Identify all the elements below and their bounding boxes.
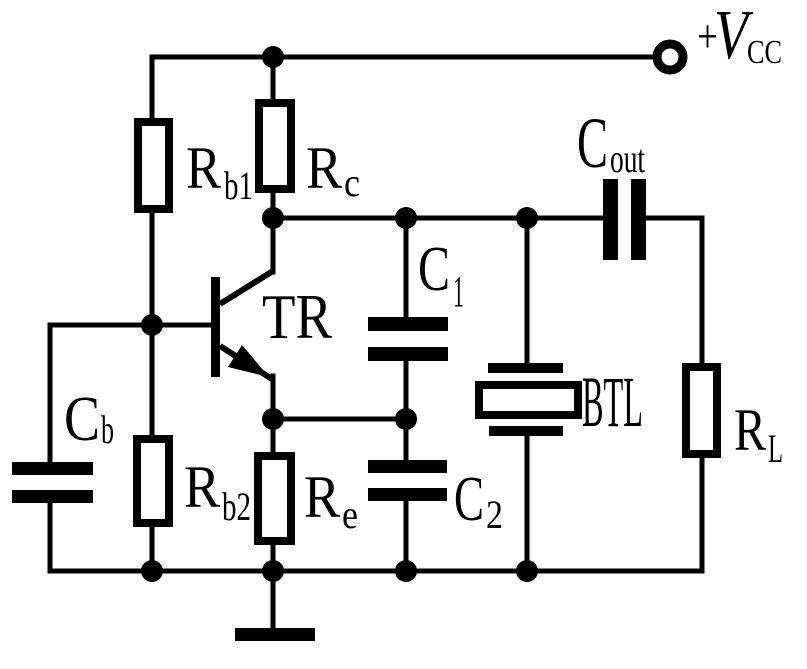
capacitor-c2-plate-top xyxy=(368,460,447,473)
junction-dot xyxy=(262,408,284,430)
transistor-base-bar xyxy=(211,277,220,377)
resistor-rb1-body xyxy=(134,118,173,213)
npn-transistor-icon xyxy=(211,268,275,382)
label-rb2-sub: b2 xyxy=(222,484,251,529)
resistor-rc-body xyxy=(255,99,295,193)
label-rb1: R xyxy=(186,135,221,201)
label-rb2: R xyxy=(184,454,220,520)
junction-dot xyxy=(395,408,417,430)
label-vcc: V xyxy=(714,0,754,74)
junction-dot xyxy=(141,314,163,336)
label-re: R xyxy=(304,464,340,530)
crystal-plate-bottom xyxy=(489,426,563,436)
junction-dot xyxy=(516,207,538,229)
junction-dot xyxy=(262,46,284,68)
label-cb: C xyxy=(64,383,100,454)
capacitor-c2-plate-bottom xyxy=(368,488,447,501)
label-rc: R xyxy=(306,135,342,201)
label-c2-sub: 2 xyxy=(486,492,503,537)
label-rb1-sub: b1 xyxy=(224,163,253,208)
resistor-rl-body xyxy=(682,363,721,458)
capacitor-cout-plate-right xyxy=(631,179,646,260)
junction-dot xyxy=(516,560,538,582)
label-c1-sub: 1 xyxy=(453,267,464,316)
junction-dots-group xyxy=(141,46,538,582)
label-rc-sub: c xyxy=(344,160,360,205)
label-transistor: TR xyxy=(262,281,332,352)
capacitor-cout-plate-left xyxy=(603,179,618,260)
junction-dot xyxy=(141,560,163,582)
labels-group: R b1 R c R b2 R e R L C 1 C 2 C b C out xyxy=(64,0,783,537)
label-c2: C xyxy=(454,463,484,534)
capacitor-cb-plate-bottom xyxy=(12,490,93,503)
resistors-group xyxy=(133,99,721,545)
capacitor-cb-plate-top xyxy=(12,462,93,475)
label-cb-sub: b xyxy=(101,407,114,452)
label-re-sub: e xyxy=(342,492,358,537)
vcc-terminal-icon xyxy=(652,39,688,75)
capacitor-c1-plate-top xyxy=(368,317,448,331)
crystal-btl-icon xyxy=(475,363,582,436)
ground-icon xyxy=(235,628,315,641)
label-rl: R xyxy=(734,397,766,463)
junction-dot xyxy=(395,207,417,229)
crystal-plate-top xyxy=(488,363,563,373)
label-crystal: BTL xyxy=(582,362,643,442)
label-c1: C xyxy=(418,233,450,304)
label-cout-sub: out xyxy=(610,136,645,181)
transistor-collector-line xyxy=(218,268,275,307)
transistor-emitter-arrow-icon xyxy=(228,345,269,377)
junction-dot xyxy=(262,560,284,582)
label-cout: C xyxy=(577,103,608,183)
capacitor-c1-plate-bottom xyxy=(368,347,448,361)
crystal-body xyxy=(475,381,582,419)
label-vcc-plus: + xyxy=(697,10,718,63)
label-rl-sub: L xyxy=(768,426,783,471)
junction-dot xyxy=(262,207,284,229)
capacitors-group xyxy=(12,179,646,503)
resistor-rb2-body xyxy=(133,435,173,527)
resistor-re-body xyxy=(254,452,295,545)
label-vcc-sub: CC xyxy=(747,34,782,71)
junction-dot xyxy=(395,560,417,582)
